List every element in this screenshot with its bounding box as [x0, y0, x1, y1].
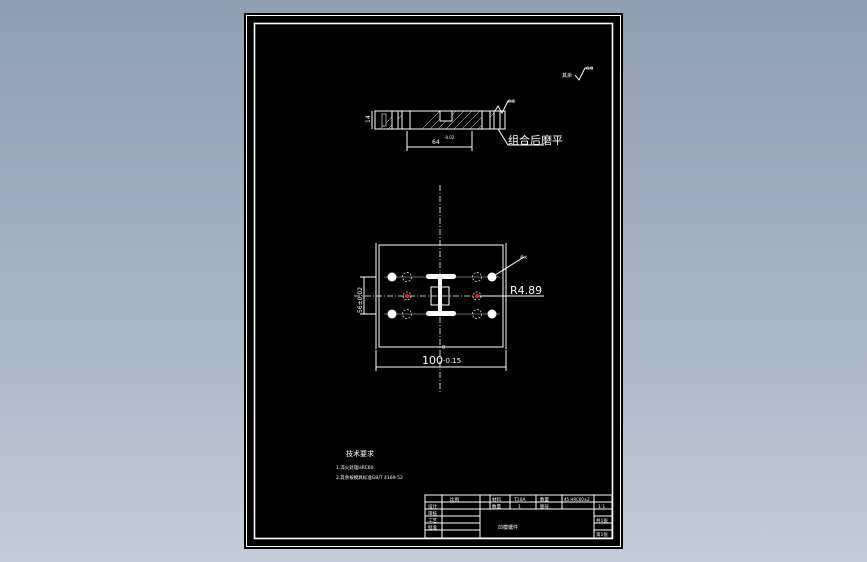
svg-text:共1张: 共1张	[596, 517, 608, 524]
svg-text:批准: 批准	[428, 524, 437, 531]
svg-text:材料: 材料	[492, 496, 501, 503]
svg-text:0: 0	[442, 345, 445, 351]
drawing-sheet: 其余 0.8 14 64 -0.02 0.8 组合后磨平	[244, 13, 623, 549]
width-dim: 100	[422, 354, 443, 367]
radius-label: R4.89	[510, 284, 542, 297]
svg-text:45 HRC60±2: 45 HRC60±2	[564, 497, 590, 502]
roughness-note-symbol: 其余 0.8	[562, 66, 593, 81]
cad-drawing: 其余 0.8 14 64 -0.02 0.8 组合后磨平	[246, 15, 621, 547]
svg-text:64: 64	[432, 139, 440, 146]
technical-requirements: 技术要求 1.淬火处理HRC60 2.其余按模具标准GB/T 4169-52	[336, 449, 403, 481]
title-block: 比例 材料 T10A 数量 45 HRC60±2 1:1 设计 数量 1 图号 …	[424, 494, 613, 539]
svg-text:第1张: 第1张	[596, 531, 608, 538]
outer-border	[246, 15, 621, 547]
svg-text:设计: 设计	[428, 503, 437, 510]
svg-text:技术要求: 技术要求	[346, 449, 374, 458]
grind-note: 组合后磨平	[508, 133, 563, 147]
svg-text:4×: 4×	[520, 255, 527, 261]
svg-text:T10A: T10A	[513, 497, 526, 503]
svg-text:1:1: 1:1	[598, 504, 605, 510]
svg-text:工艺: 工艺	[428, 518, 437, 524]
inner-border	[253, 22, 614, 540]
svg-text:56±0.02: 56±0.02	[357, 287, 364, 313]
svg-text:0.8: 0.8	[586, 66, 593, 72]
svg-text:14: 14	[365, 115, 372, 123]
section-view: 14 64 -0.02 0.8 组合后磨平	[365, 99, 563, 151]
svg-text:0.8: 0.8	[508, 99, 515, 105]
svg-text:2.其余按模具标准GB/T 4169-52: 2.其余按模具标准GB/T 4169-52	[336, 474, 403, 481]
svg-text:数量: 数量	[540, 496, 549, 503]
roughness-icon	[494, 100, 514, 115]
svg-text:审核: 审核	[428, 510, 437, 517]
roughness-icon	[574, 67, 593, 81]
svg-text:-0.02: -0.02	[444, 135, 455, 140]
svg-text:-0.15: -0.15	[443, 357, 461, 365]
svg-text:1.淬火处理HRC60: 1.淬火处理HRC60	[336, 464, 374, 471]
svg-text:图号: 图号	[540, 504, 549, 510]
svg-text:其余: 其余	[562, 72, 572, 79]
plan-view: 4× R4.89 56±0.02 100 0 -0.15	[357, 243, 544, 371]
svg-text:数量: 数量	[492, 503, 501, 510]
part-name: 凹模镶件	[498, 524, 518, 531]
svg-text:比例: 比例	[450, 496, 459, 503]
svg-text:1: 1	[518, 504, 521, 510]
